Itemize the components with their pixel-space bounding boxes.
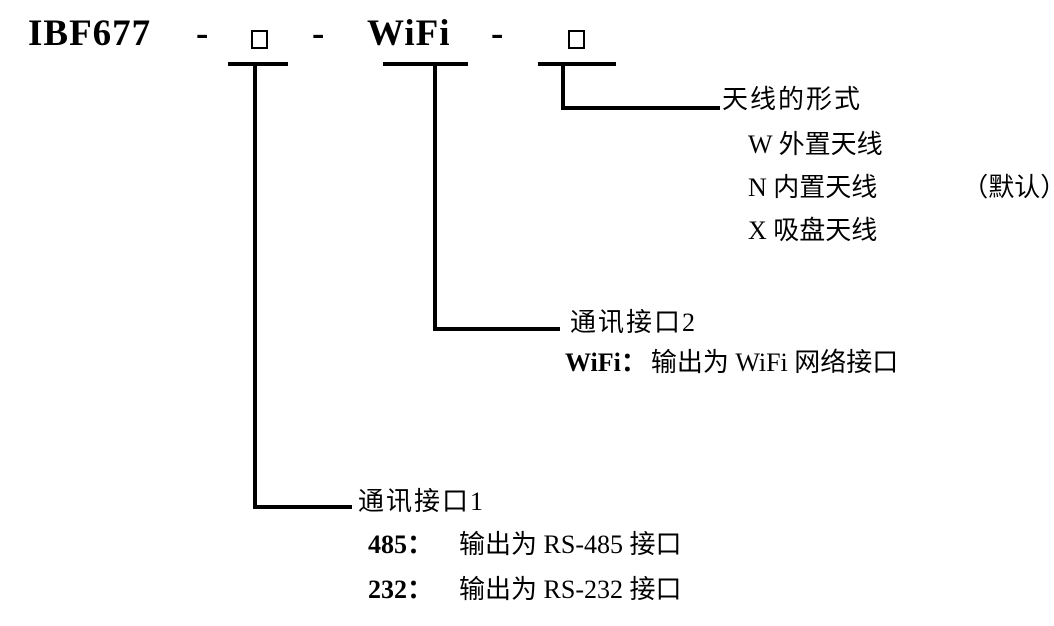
model-dash-1: - — [196, 13, 210, 54]
interface1-option-232: 232： 输出为 RS-232 接口 — [368, 576, 681, 604]
antenna-option-n: N 内置天线 （默认） — [748, 174, 1054, 202]
connector-vertical-interface1 — [253, 62, 257, 509]
interface1-option-485: 485： 输出为 RS-485 接口 — [368, 531, 681, 559]
connector-horizontal-interface2 — [433, 327, 560, 331]
interface1-option-485-code: 485： — [368, 530, 434, 559]
underline-interface1 — [228, 62, 288, 66]
interface2-option-wifi: WiFi：输出为 WiFi 网络接口 — [565, 349, 898, 377]
connector-horizontal-antenna — [561, 106, 720, 110]
interface1-option-232-code: 232： — [368, 575, 434, 604]
model-interface2-value: WiFi — [367, 13, 451, 54]
interface1-title: 通讯接口1 — [358, 487, 486, 516]
antenna-option-x-text: X 吸盘天线 — [748, 216, 878, 245]
slot-box-antenna — [568, 30, 585, 49]
underline-antenna — [538, 62, 616, 66]
antenna-title: 天线的形式 — [722, 85, 863, 114]
antenna-option-x: X 吸盘天线 — [748, 217, 877, 245]
interface1-option-232-desc: 输出为 RS-232 接口 — [459, 575, 682, 604]
model-dash-2: - — [312, 13, 326, 54]
antenna-option-w-text: W 外置天线 — [748, 130, 883, 159]
interface2-option-code: WiFi： — [565, 348, 647, 377]
antenna-option-n-text: N 内置天线 — [748, 173, 878, 202]
antenna-option-w: W 外置天线 — [748, 131, 883, 159]
underline-interface2 — [383, 62, 468, 66]
model-prefix: IBF677 — [28, 13, 152, 54]
interface2-title: 通讯接口2 — [570, 308, 698, 337]
interface2-option-desc: 输出为 WiFi 网络接口 — [650, 348, 899, 377]
antenna-option-n-note: （默认） — [962, 173, 1054, 202]
model-dash-3: - — [491, 13, 505, 54]
connector-vertical-interface2 — [433, 62, 437, 331]
slot-box-interface1 — [251, 30, 268, 49]
connector-horizontal-interface1 — [253, 505, 352, 509]
interface1-option-485-desc: 输出为 RS-485 接口 — [459, 530, 682, 559]
connector-vertical-antenna — [561, 62, 565, 110]
